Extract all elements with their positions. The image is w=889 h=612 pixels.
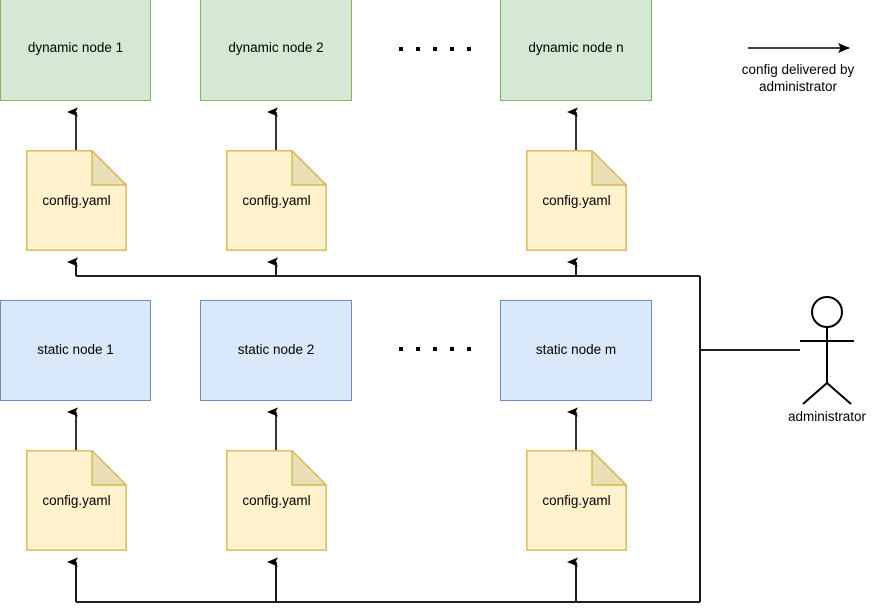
dynamic-node-1-label: dynamic node 1 — [27, 39, 124, 55]
ellipsis-dot — [433, 347, 437, 351]
dynamic-node-n[interactable]: dynamic node n — [500, 0, 652, 101]
document-icon — [526, 150, 627, 251]
document-icon — [526, 450, 627, 551]
ellipsis-dot — [467, 347, 471, 351]
ellipsis-dot — [450, 347, 454, 351]
dynamic-node-2-label: dynamic node 2 — [228, 39, 324, 55]
ellipsis-dot — [450, 47, 454, 51]
dynamic-row-ellipsis — [399, 47, 471, 51]
static-row-ellipsis — [399, 347, 471, 351]
bus-dynamic-configs — [67, 257, 700, 277]
legend-caption-line-1: config delivered by — [741, 62, 855, 77]
static-node-1[interactable]: static node 1 — [0, 300, 151, 401]
ellipsis-dot — [467, 47, 471, 51]
dynamic-node-n-label: dynamic node n — [528, 39, 624, 55]
bus-static-configs — [67, 557, 700, 603]
static-node-m-label: static node m — [535, 342, 617, 358]
ellipsis-dot — [399, 47, 403, 51]
dynamic-node-2[interactable]: dynamic node 2 — [200, 0, 352, 101]
administrator-actor-icon — [800, 296, 854, 405]
dynamic-config-doc-1[interactable]: config.yaml — [26, 150, 127, 251]
static-node-m[interactable]: static node m — [500, 300, 652, 401]
document-icon — [226, 150, 327, 251]
static-config-doc-m[interactable]: config.yaml — [526, 450, 627, 551]
static-node-2[interactable]: static node 2 — [200, 300, 352, 401]
dynamic-config-doc-n[interactable]: config.yaml — [526, 150, 627, 251]
ellipsis-dot — [416, 47, 420, 51]
legend-caption: config delivered by administrator — [688, 62, 889, 96]
dynamic-config-doc-2[interactable]: config.yaml — [226, 150, 327, 251]
static-config-doc-2[interactable]: config.yaml — [226, 450, 327, 551]
static-config-doc-1[interactable]: config.yaml — [26, 450, 127, 551]
ellipsis-dot — [399, 347, 403, 351]
static-node-1-label: static node 1 — [37, 342, 114, 358]
admin-trunk-line — [699, 276, 800, 602]
ellipsis-dot — [416, 347, 420, 351]
static-node-2-label: static node 2 — [237, 342, 315, 358]
ellipsis-dot — [433, 47, 437, 51]
legend-caption-line-2: administrator — [758, 78, 838, 94]
dynamic-node-1[interactable]: dynamic node 1 — [0, 0, 151, 101]
administrator-label: administrator — [787, 409, 867, 424]
document-icon — [26, 450, 127, 551]
document-icon — [226, 450, 327, 551]
document-icon — [26, 150, 127, 251]
